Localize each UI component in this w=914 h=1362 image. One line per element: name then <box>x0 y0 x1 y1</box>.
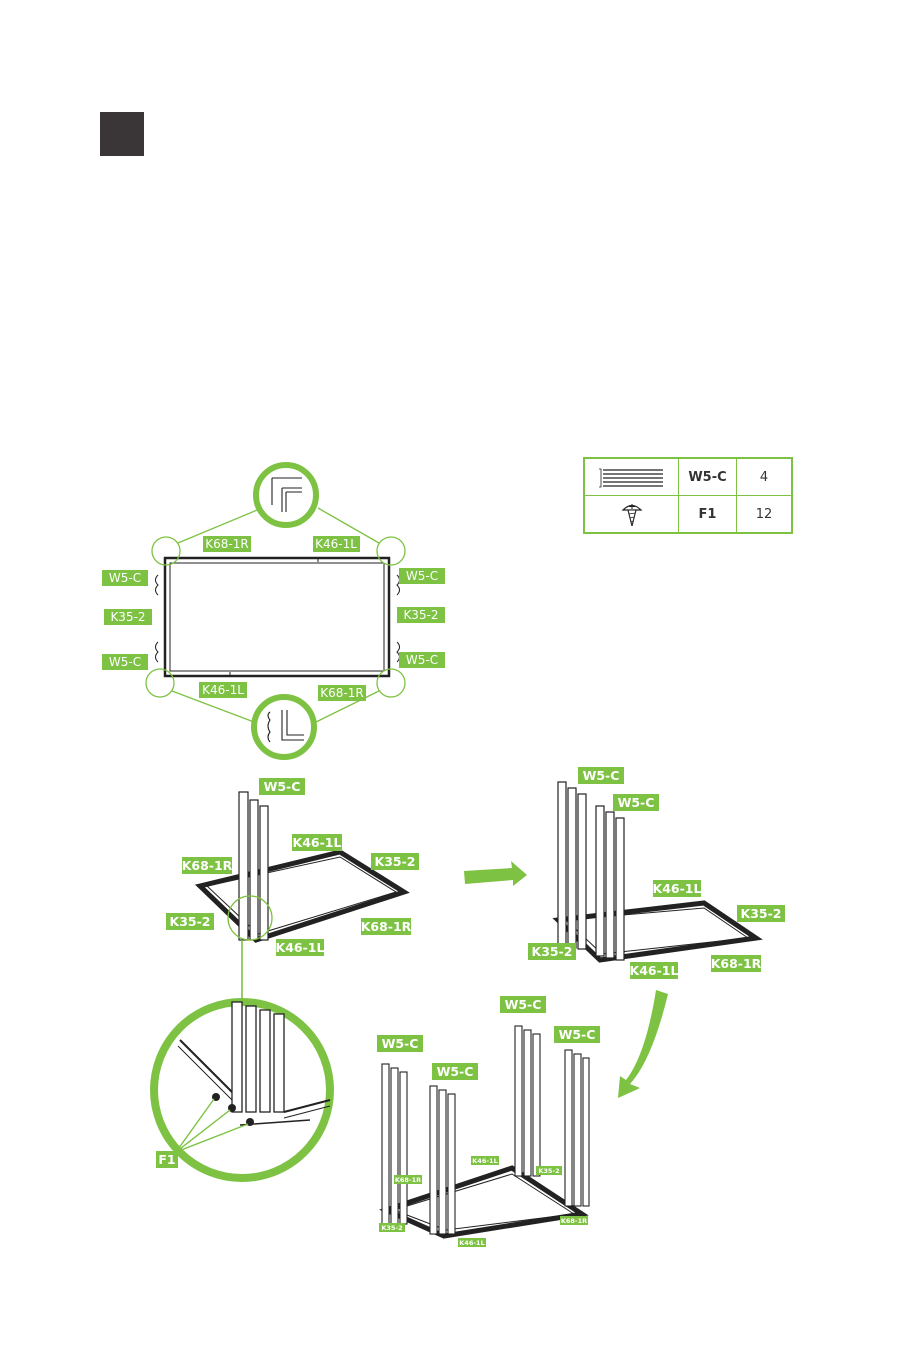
svg-text:K35-2: K35-2 <box>403 608 438 622</box>
label-c-k35-right: K35-2 <box>536 1166 562 1175</box>
svg-text:K68-1R: K68-1R <box>320 686 363 700</box>
svg-text:K68-1R: K68-1R <box>361 919 412 934</box>
label-c-k35-left: K35-2 <box>379 1223 405 1232</box>
label-b-k46-bottom: K46-1L <box>630 962 679 979</box>
label-c-w5c-1: W5-C <box>500 996 546 1013</box>
label-k35-right: K35-2 <box>397 607 445 623</box>
svg-text:K35-2: K35-2 <box>538 1167 559 1175</box>
svg-text:W5-C: W5-C <box>583 768 620 783</box>
label-w5c-left-top: W5-C <box>102 570 148 586</box>
label-c-w5c-2: W5-C <box>554 1026 600 1043</box>
label-b-w5c-1: W5-C <box>578 767 624 784</box>
label-k68-top: K68-1R <box>203 536 251 552</box>
label-a-k35-left: K35-2 <box>166 913 214 930</box>
svg-text:F1: F1 <box>158 1152 175 1167</box>
label-a-k46-top: K46-1L <box>292 834 342 851</box>
screw-detail <box>154 1002 330 1178</box>
label-f1: F1 <box>156 1151 178 1168</box>
label-a-w5c: W5-C <box>259 778 305 795</box>
label-c-k46-bottom: K46-1L <box>458 1238 486 1247</box>
svg-text:K35-2: K35-2 <box>741 906 782 921</box>
label-k46-top: K46-1L <box>313 536 360 552</box>
svg-text:K35-2: K35-2 <box>110 610 145 624</box>
svg-text:K35-2: K35-2 <box>375 854 416 869</box>
svg-text:W5-C: W5-C <box>406 653 438 667</box>
label-c-k68-left: K68-1R <box>394 1175 422 1184</box>
label-w5c-right-bottom: W5-C <box>399 652 445 668</box>
svg-text:K35-2: K35-2 <box>532 944 573 959</box>
label-b-k46-top: K46-1L <box>653 880 702 897</box>
label-a-k46-bottom: K46-1L <box>276 939 325 956</box>
svg-text:K35-2: K35-2 <box>381 1224 402 1232</box>
label-c-k68-right: K68-1R <box>560 1216 588 1225</box>
label-b-k68: K68-1R <box>711 955 762 972</box>
svg-text:K68-1R: K68-1R <box>711 956 762 971</box>
label-k35-left: K35-2 <box>104 609 152 625</box>
label-k46-bottom: K46-1L <box>199 682 247 698</box>
svg-text:K46-1L: K46-1L <box>276 940 325 955</box>
label-w5c-right-top: W5-C <box>399 568 445 584</box>
svg-text:W5-C: W5-C <box>618 795 655 810</box>
label-c-k46-top: K46-1L <box>471 1156 499 1165</box>
plan-view <box>146 465 405 757</box>
svg-text:W5-C: W5-C <box>109 571 141 585</box>
label-b-w5c-2: W5-C <box>613 794 659 811</box>
svg-text:K46-1L: K46-1L <box>459 1239 484 1247</box>
svg-text:K46-1L: K46-1L <box>472 1157 497 1165</box>
svg-text:K46-1L: K46-1L <box>202 683 244 697</box>
arrow-down-icon <box>618 990 668 1098</box>
label-a-k68-left: K68-1R <box>182 857 233 874</box>
svg-text:W5-C: W5-C <box>406 569 438 583</box>
label-a-k68-right: K68-1R <box>361 918 412 935</box>
svg-text:W5-C: W5-C <box>505 997 542 1012</box>
svg-text:K46-1L: K46-1L <box>293 835 342 850</box>
label-a-k35-right: K35-2 <box>371 853 419 870</box>
svg-text:W5-C: W5-C <box>109 655 141 669</box>
label-w5c-left-bottom: W5-C <box>102 654 148 670</box>
svg-text:K68-1R: K68-1R <box>205 537 248 551</box>
arrow-right-icon <box>464 861 527 886</box>
svg-text:W5-C: W5-C <box>437 1064 474 1079</box>
svg-text:K46-1L: K46-1L <box>315 537 357 551</box>
frame-step-a <box>200 792 404 1000</box>
label-c-w5c-4: W5-C <box>432 1063 478 1080</box>
svg-text:W5-C: W5-C <box>264 779 301 794</box>
svg-text:K68-1R: K68-1R <box>182 858 233 873</box>
svg-text:K46-1L: K46-1L <box>630 963 679 978</box>
svg-text:W5-C: W5-C <box>382 1036 419 1051</box>
svg-text:W5-C: W5-C <box>559 1027 596 1042</box>
frame-step-c <box>382 1026 589 1236</box>
svg-text:K68-1R: K68-1R <box>395 1176 421 1184</box>
label-b-k35-right: K35-2 <box>737 905 785 922</box>
svg-text:K35-2: K35-2 <box>170 914 211 929</box>
svg-text:K68-1R: K68-1R <box>561 1217 587 1225</box>
label-c-w5c-3: W5-C <box>377 1035 423 1052</box>
svg-text:K46-1L: K46-1L <box>653 881 702 896</box>
label-b-k35-left: K35-2 <box>528 943 576 960</box>
label-k68-bottom: K68-1R <box>318 685 366 701</box>
